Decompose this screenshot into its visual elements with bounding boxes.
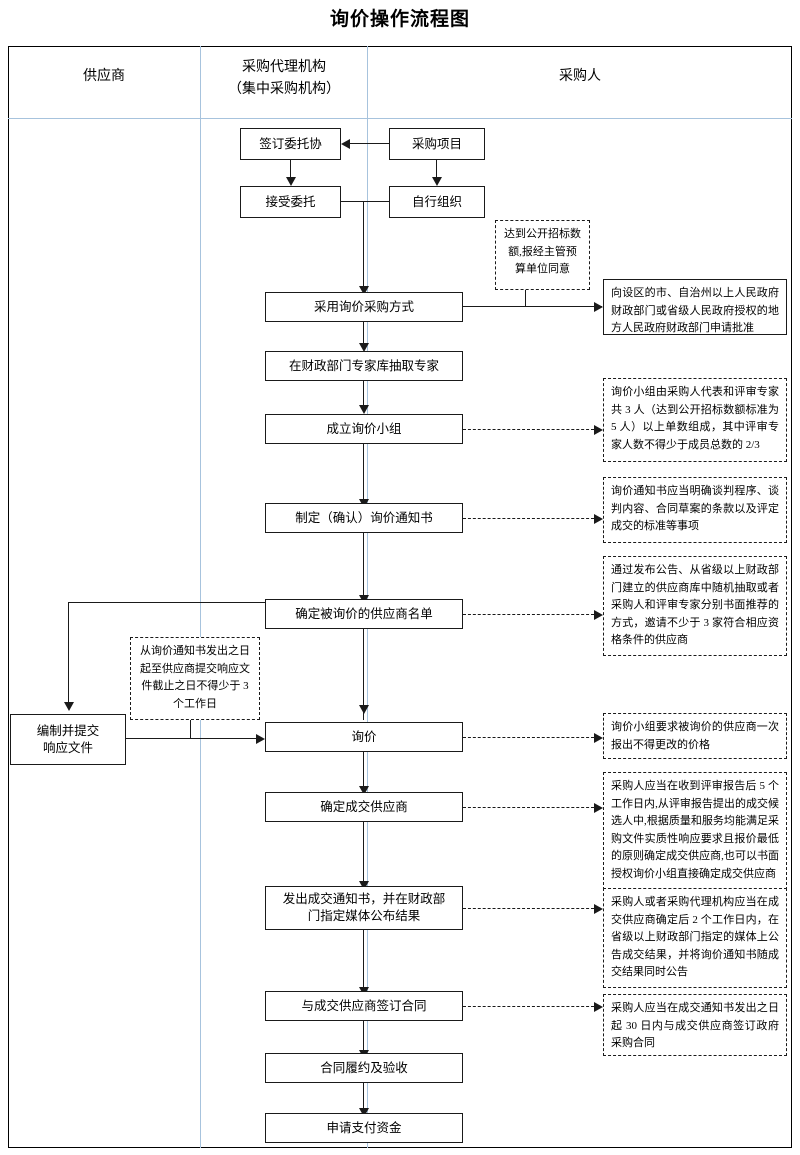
arrowhead-draw-to-group bbox=[359, 405, 369, 414]
connector-threshold-drop bbox=[525, 290, 527, 307]
arrowhead-list-to-prepare bbox=[64, 702, 74, 711]
note-winner-determination: 采购人应当在收到评审报告后 5 个工作日内,从评审报告提出的成交候选人中,根据质… bbox=[603, 772, 787, 890]
diagram-frame bbox=[8, 46, 792, 1148]
lane-header-buyer: 采购人 bbox=[559, 69, 601, 84]
arrowhead-group-to-note bbox=[594, 425, 603, 435]
connector-contract-to-perform bbox=[363, 1021, 365, 1050]
page-title: 询价操作流程图 bbox=[329, 9, 470, 30]
connector-item-to-self bbox=[436, 160, 438, 177]
arrowhead-item-to-sign bbox=[341, 139, 350, 149]
node-accept-entrust[interactable]: 接受委托 bbox=[240, 186, 341, 218]
arrowhead-winner-to-note bbox=[594, 803, 603, 813]
arrowhead-contract-to-note bbox=[594, 1002, 603, 1012]
note-group-composition: 询价小组由采购人代表和评审专家共 3 人（达到公开招标数额标准为 5 人）以上单… bbox=[603, 378, 787, 462]
node-form-group[interactable]: 成立询价小组 bbox=[265, 414, 463, 444]
connector-adopt-to-draw bbox=[363, 322, 365, 343]
lane-header-supplier: 供应商 bbox=[83, 69, 125, 84]
note-announce-result: 采购人或者采购代理机构应当在成交供应商确定后 2 个工作日内，在省级以上财政部门… bbox=[603, 888, 787, 988]
connector-contract-to-note bbox=[463, 1006, 594, 1007]
connector-list-to-note bbox=[463, 614, 594, 615]
node-issue-notice[interactable]: 发出成交通知书，并在财政部 门指定媒体公布结果 bbox=[265, 886, 463, 930]
arrowhead-issue-to-note bbox=[594, 904, 603, 914]
connector-merge-down bbox=[363, 201, 365, 286]
arrowhead-item-to-self bbox=[432, 177, 442, 186]
connector-list-to-prepare-h bbox=[68, 602, 266, 604]
node-determine-list[interactable]: 确定被询价的供应商名单 bbox=[265, 599, 463, 629]
connector-issue-to-note bbox=[463, 908, 594, 909]
connector-group-to-notice bbox=[363, 444, 365, 499]
arrowhead-inquiry-to-winner bbox=[359, 786, 369, 795]
note-one-time-quote: 询价小组要求被询价的供应商一次报出不得更改的价格 bbox=[603, 713, 787, 759]
note-open-tender-threshold: 达到公开招标数额,报经主管预算单位同意 bbox=[495, 220, 590, 290]
connector-notice-to-list bbox=[363, 533, 365, 595]
arrowhead-perform-to-payment bbox=[359, 1108, 369, 1117]
node-make-notice[interactable]: 制定（确认）询价通知书 bbox=[265, 503, 463, 533]
connector-winner-to-note bbox=[463, 807, 594, 808]
node-perform-accept[interactable]: 合同履约及验收 bbox=[265, 1053, 463, 1083]
node-issue-notice-line2: 门指定媒体公布结果 bbox=[307, 909, 421, 923]
connector-inquiry-to-note bbox=[463, 737, 594, 738]
lane-header-agency-line1: 采购代理机构 bbox=[242, 60, 326, 75]
note-response-deadline: 从询价通知书发出之日起至供应商提交响应文件截止之日不得少于 3 个工作日 bbox=[130, 637, 260, 720]
node-apply-payment[interactable]: 申请支付资金 bbox=[265, 1113, 463, 1143]
arrowhead-prepare-to-inquiry bbox=[256, 734, 265, 744]
arrowhead-adopt-to-approval bbox=[594, 302, 603, 312]
lane-header-agency: 采购代理机构 （集中采购机构） bbox=[201, 57, 367, 101]
arrowhead-list-to-note bbox=[594, 610, 603, 620]
node-sign-contract[interactable]: 与成交供应商签订合同 bbox=[265, 991, 463, 1021]
connector-list-to-inquiry bbox=[363, 629, 365, 720]
connector-issue-to-contract bbox=[363, 930, 365, 987]
lane-divider-supplier-agency bbox=[200, 46, 201, 1148]
note-supplier-selection: 通过发布公告、从省级以上财政部门建立的供应商库中随机抽取或者采购人和评审专家分别… bbox=[603, 556, 787, 656]
connector-deadline-drop bbox=[190, 720, 192, 739]
connector-merge-bus bbox=[341, 201, 389, 203]
arrowhead-merge-to-adopt bbox=[359, 286, 369, 295]
arrowhead-adopt-to-draw bbox=[359, 343, 369, 352]
node-sign-entrust[interactable]: 签订委托协 bbox=[240, 128, 341, 160]
arrowhead-list-to-inquiry bbox=[359, 705, 369, 714]
note-notice-content: 询价通知书应当明确谈判程序、谈判内容、合同草案的条款以及评定成交的标准等事项 bbox=[603, 477, 787, 543]
node-inquiry[interactable]: 询价 bbox=[265, 722, 463, 752]
node-prepare-response-docs-line2: 响应文件 bbox=[42, 740, 93, 755]
note-apply-approval: 向设区的市、自治州以上人民政府财政部门或省级人民政府授权的地方人民政府财政部门申… bbox=[603, 279, 787, 335]
node-purchase-item[interactable]: 采购项目 bbox=[389, 128, 485, 160]
lane-header-agency-line2: （集中采购机构） bbox=[228, 82, 340, 97]
connector-sign-to-accept bbox=[290, 160, 292, 177]
node-draw-experts[interactable]: 在财政部门专家库抽取专家 bbox=[265, 351, 463, 381]
node-issue-notice-line1: 发出成交通知书，并在财政部 bbox=[282, 892, 446, 906]
node-self-organize[interactable]: 自行组织 bbox=[389, 186, 485, 218]
node-adopt-inquiry[interactable]: 采用询价采购方式 bbox=[265, 292, 463, 322]
connector-list-to-prepare-v bbox=[68, 602, 70, 702]
connector-inquiry-to-winner bbox=[363, 752, 365, 786]
connector-winner-to-issue bbox=[363, 822, 365, 881]
connector-draw-to-group bbox=[363, 381, 365, 405]
connector-perform-to-payment bbox=[363, 1083, 365, 1108]
connector-notice-to-note bbox=[463, 518, 594, 519]
arrowhead-inquiry-to-note bbox=[594, 733, 603, 743]
note-contract-30days: 采购人应当在成交通知书发出之日起 30 日内与成交供应商签订政府采购合同 bbox=[603, 994, 787, 1056]
connector-adopt-to-approval bbox=[463, 306, 602, 308]
node-prepare-response-docs-line1: 编制并提交 bbox=[36, 723, 100, 738]
connector-item-to-sign bbox=[350, 143, 389, 145]
connector-group-to-note bbox=[463, 429, 594, 430]
arrowhead-sign-to-accept bbox=[286, 177, 296, 186]
node-determine-winner[interactable]: 确定成交供应商 bbox=[265, 792, 463, 822]
arrowhead-notice-to-note bbox=[594, 514, 603, 524]
node-prepare-response-docs[interactable]: 编制并提交 响应文件 bbox=[10, 714, 126, 765]
arrowhead-winner-to-issue bbox=[359, 881, 369, 890]
lane-header-rule bbox=[8, 118, 792, 119]
